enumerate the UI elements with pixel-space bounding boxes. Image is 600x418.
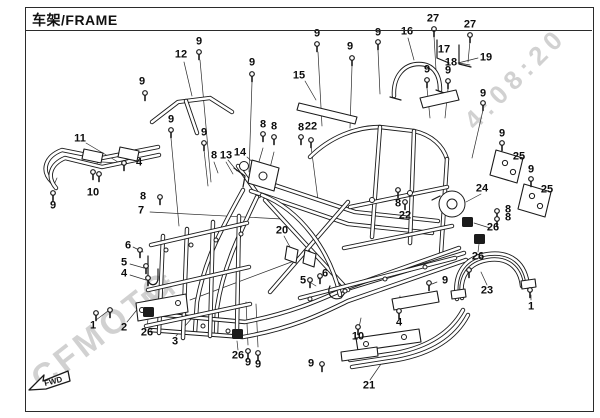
part-callout-13: 13 bbox=[219, 149, 233, 162]
part-callout-26: 26 bbox=[471, 250, 485, 263]
part-callout-1: 1 bbox=[89, 319, 97, 332]
part-callout-8: 8 bbox=[210, 149, 218, 162]
part-callout-27: 27 bbox=[463, 18, 477, 31]
part-callout-4: 4 bbox=[395, 316, 403, 329]
part-callout-9: 9 bbox=[444, 64, 452, 77]
part-callout-10: 10 bbox=[351, 330, 365, 343]
fwd-arrow: FWD bbox=[28, 370, 71, 391]
part-callout-17: 17 bbox=[437, 43, 451, 56]
part-callout-26: 26 bbox=[231, 349, 245, 362]
part-callout-22: 22 bbox=[304, 120, 318, 133]
part-callout-9: 9 bbox=[138, 75, 146, 88]
part-callout-26: 26 bbox=[140, 326, 154, 339]
part-callout-25: 25 bbox=[540, 183, 554, 196]
part-callout-3: 3 bbox=[171, 335, 179, 348]
part-callout-9: 9 bbox=[244, 356, 252, 369]
part-callout-9: 9 bbox=[200, 126, 208, 139]
part-callout-11: 11 bbox=[74, 132, 86, 145]
part-callout-8: 8 bbox=[270, 120, 278, 133]
rubber-mount-block bbox=[143, 307, 154, 317]
part-callout-5: 5 bbox=[299, 274, 307, 287]
part-callout-9: 9 bbox=[498, 127, 506, 140]
part-callout-8: 8 bbox=[504, 203, 512, 216]
part-callout-19: 19 bbox=[479, 51, 493, 64]
part-callout-10: 10 bbox=[86, 186, 100, 199]
part-callout-4: 4 bbox=[135, 156, 143, 169]
part-callout-9: 9 bbox=[423, 63, 431, 76]
part-callout-27: 27 bbox=[426, 12, 440, 25]
rubber-mount-block bbox=[474, 234, 485, 244]
part-callout-25: 25 bbox=[512, 150, 526, 163]
fwd-arrow-label: FWD bbox=[43, 375, 63, 388]
part-callout-9: 9 bbox=[346, 40, 354, 53]
part-callout-6: 6 bbox=[124, 239, 132, 252]
part-callout-9: 9 bbox=[254, 358, 262, 371]
part-callout-9: 9 bbox=[195, 35, 203, 48]
part-callout-8: 8 bbox=[297, 121, 305, 134]
part-callout-7: 7 bbox=[137, 204, 145, 217]
part-callout-24: 24 bbox=[475, 182, 489, 195]
part-callout-14: 14 bbox=[233, 146, 247, 159]
part-callout-9: 9 bbox=[479, 87, 487, 100]
part-callout-22: 22 bbox=[398, 209, 412, 222]
part-callout-20: 20 bbox=[275, 224, 289, 237]
title-bar: 车架/FRAME bbox=[25, 7, 592, 31]
part-callout-8: 8 bbox=[394, 197, 402, 210]
part-callout-12: 12 bbox=[174, 48, 188, 61]
part-callout-8: 8 bbox=[259, 118, 267, 131]
part-callout-4: 4 bbox=[120, 267, 128, 280]
part-callout-9: 9 bbox=[248, 56, 256, 69]
part-callout-8: 8 bbox=[139, 190, 147, 203]
part-callout-9: 9 bbox=[527, 163, 535, 176]
page-title: 车架/FRAME bbox=[32, 12, 118, 28]
part-callout-9: 9 bbox=[374, 26, 382, 39]
part-callout-16: 16 bbox=[400, 25, 414, 38]
part-callout-21: 21 bbox=[362, 379, 376, 392]
rubber-mount-block bbox=[462, 217, 473, 227]
part-callout-26: 26 bbox=[486, 221, 500, 234]
part-callout-9: 9 bbox=[49, 199, 57, 212]
part-callout-9: 9 bbox=[167, 113, 175, 126]
rubber-mount-block bbox=[232, 329, 243, 339]
part-callout-2: 2 bbox=[120, 321, 128, 334]
part-callout-5: 5 bbox=[120, 256, 128, 269]
part-callout-1: 1 bbox=[527, 300, 535, 313]
part-callout-9: 9 bbox=[441, 274, 449, 287]
part-callout-18: 18 bbox=[444, 56, 458, 69]
part-callout-15: 15 bbox=[292, 69, 306, 82]
part-callout-8: 8 bbox=[504, 211, 512, 224]
part-callout-6: 6 bbox=[321, 267, 329, 280]
part-callout-9: 9 bbox=[313, 27, 321, 40]
part-callout-9: 9 bbox=[307, 357, 315, 370]
part-callout-23: 23 bbox=[480, 284, 494, 297]
